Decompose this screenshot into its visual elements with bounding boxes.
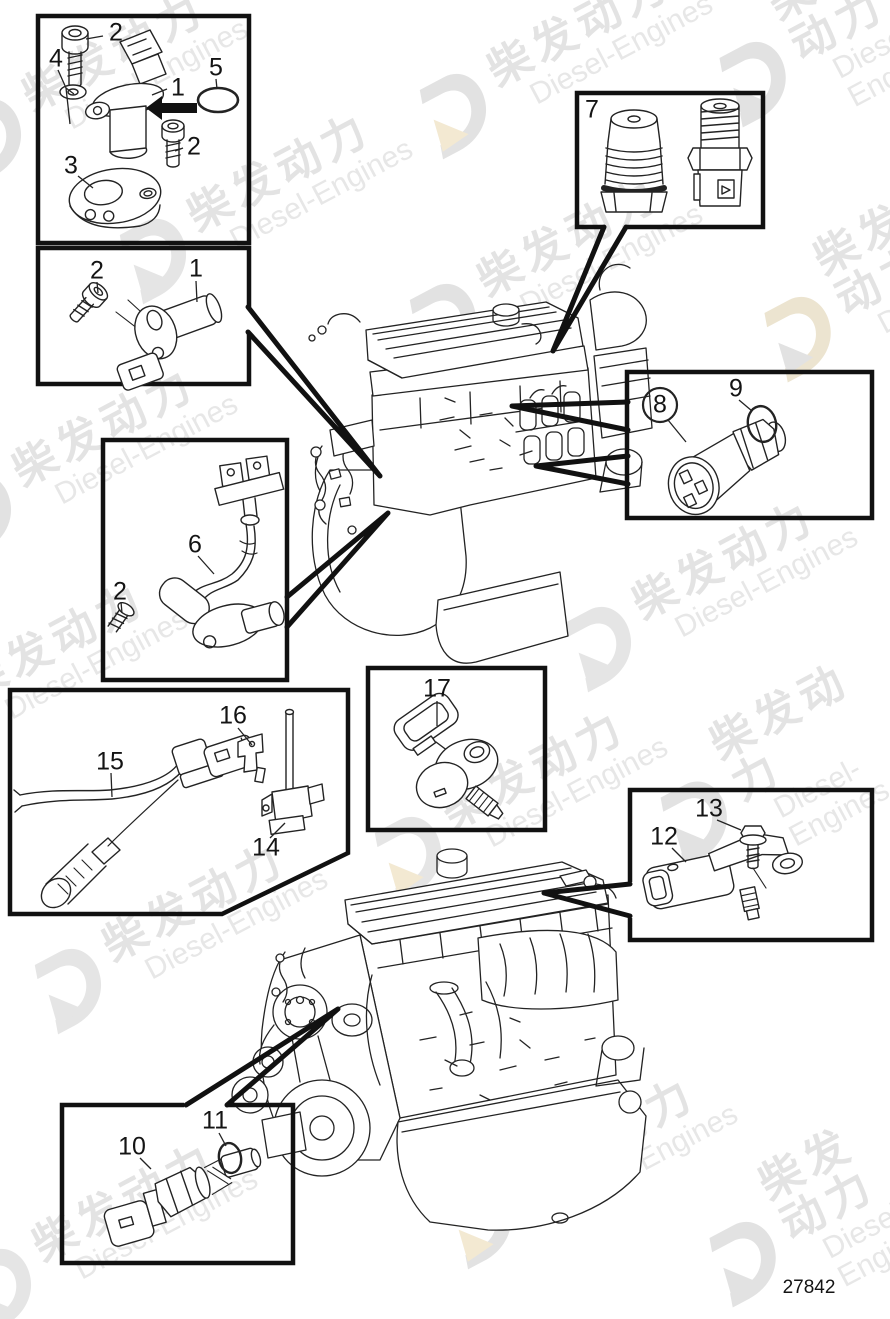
part-group-cam-sensor-17 bbox=[393, 692, 504, 820]
callout-6: 6 bbox=[188, 530, 202, 559]
callout-1: 1 bbox=[189, 254, 203, 283]
callout-2: 2 bbox=[109, 18, 123, 47]
part-group-cam-sensor-kit bbox=[59, 25, 240, 229]
callout-4: 4 bbox=[49, 44, 63, 73]
part-group-crank-sensor bbox=[69, 281, 223, 391]
detail-box-1 bbox=[35, 13, 252, 246]
engine-illustration-top bbox=[308, 263, 653, 664]
callout-leader-lines bbox=[57, 35, 753, 1170]
callout-2: 2 bbox=[90, 256, 104, 285]
callout-circle-8 bbox=[641, 386, 679, 424]
callout-9: 9 bbox=[729, 374, 743, 403]
callout-1: 1 bbox=[171, 73, 185, 102]
callout-3: 3 bbox=[64, 151, 78, 180]
part-group-fuel-pressure-sensor bbox=[667, 404, 787, 516]
callout-wedge-lines bbox=[183, 224, 633, 1108]
callout-11: 11 bbox=[202, 1106, 228, 1135]
detail-box-8-9 bbox=[624, 369, 875, 521]
callout-17: 17 bbox=[423, 674, 451, 703]
detail-boxes bbox=[7, 13, 875, 1266]
callout-8: 8 bbox=[653, 390, 667, 419]
callout-10: 10 bbox=[118, 1132, 146, 1161]
callout-5: 5 bbox=[209, 53, 223, 82]
detail-box-7 bbox=[574, 90, 766, 230]
callout-7: 7 bbox=[585, 95, 599, 124]
part-group-boost-sensor bbox=[642, 825, 803, 921]
callout-2: 2 bbox=[113, 577, 127, 606]
callout-15: 15 bbox=[96, 747, 124, 776]
detail-box-12-13 bbox=[627, 787, 875, 943]
part-group-temp-sensor bbox=[103, 1141, 262, 1247]
figure-number: 27842 bbox=[782, 1277, 836, 1298]
part-group-oil-level-kit bbox=[13, 708, 325, 909]
part-flange-bolt bbox=[739, 825, 767, 889]
engine-illustration-bottom bbox=[231, 848, 647, 1231]
detail-box-14-15-16 bbox=[7, 687, 351, 917]
callout-13: 13 bbox=[695, 794, 723, 823]
callout-14: 14 bbox=[252, 833, 280, 862]
detail-box-17 bbox=[365, 665, 548, 833]
callout-12: 12 bbox=[650, 822, 678, 851]
callout-16: 16 bbox=[219, 701, 247, 730]
detail-box-2 bbox=[35, 245, 252, 387]
detail-box-10-11 bbox=[59, 1102, 296, 1266]
callout-2: 2 bbox=[187, 132, 201, 161]
part-group-pressure-plugs bbox=[600, 98, 753, 213]
part-group-sensor-cable bbox=[107, 455, 285, 649]
detail-box-6 bbox=[100, 437, 290, 683]
